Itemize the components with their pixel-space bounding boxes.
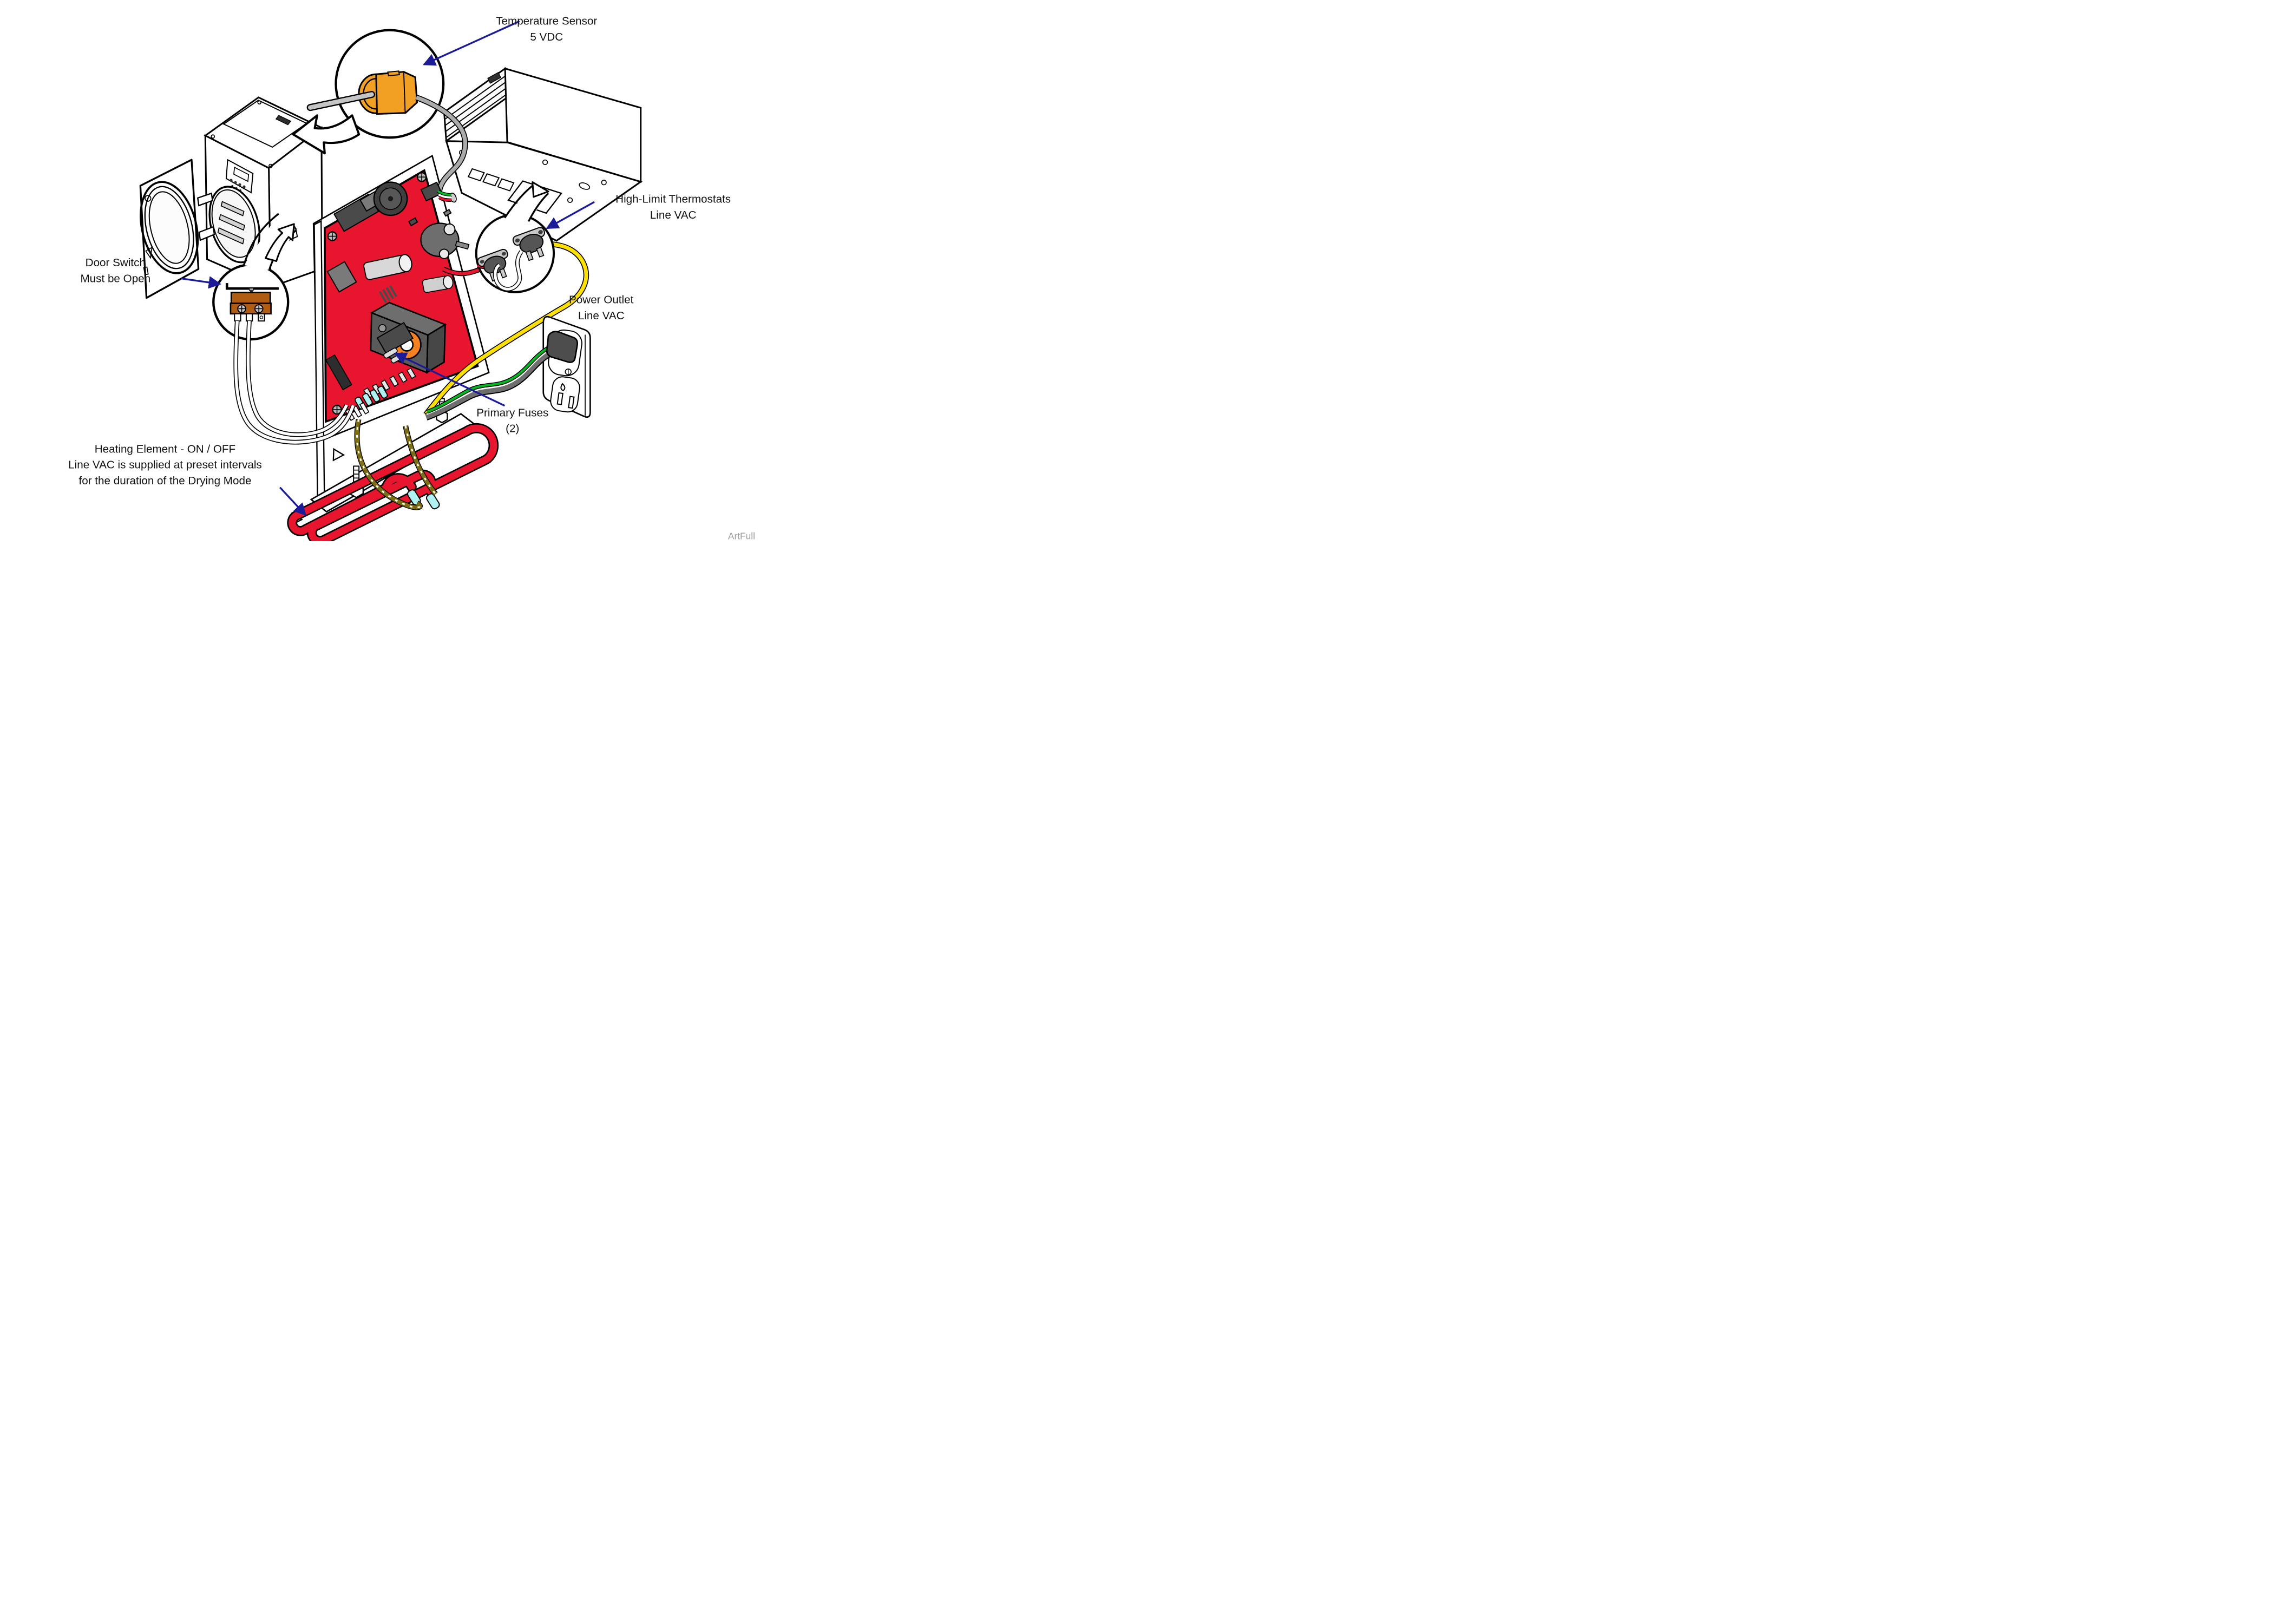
- heating-element-label: Heating Element - ON / OFF: [95, 443, 235, 455]
- heatsink: [378, 285, 398, 304]
- door-hinge: [196, 192, 213, 207]
- high-limit-arrow: [546, 201, 595, 229]
- door-hinge: [198, 226, 215, 241]
- sterilizer-chamber: [208, 186, 261, 264]
- high-limit-thermostats-callout: [475, 181, 555, 293]
- green-wire: [427, 346, 549, 413]
- power-outlet-illustration: [424, 315, 591, 420]
- heater-tube: [289, 424, 497, 541]
- relay: [326, 261, 357, 293]
- door-switch-label-2: Must be Open: [81, 272, 151, 285]
- door-switch-label: Door Switch: [86, 257, 146, 269]
- pcb-screw: [327, 231, 338, 241]
- primary-fuses-arrow: [394, 352, 506, 407]
- control-board-illustration: [312, 154, 490, 497]
- temperature-sensor-label-2: 5 VDC: [530, 31, 563, 43]
- heating-element-label-3: for the duration of the Drying Mode: [78, 475, 251, 487]
- primary-fuses-label: Primary Fuses: [476, 406, 548, 419]
- switch-screw: [254, 304, 264, 313]
- heater-terminal-sleeve: [425, 493, 440, 510]
- door-switch-wires: [233, 320, 356, 445]
- fuse-holder-block: [376, 321, 414, 354]
- temperature-sensor-callout: [292, 29, 445, 155]
- metal-box-illustration: [443, 67, 643, 242]
- heating-element-arrow: [279, 486, 307, 516]
- dip-header: [325, 354, 352, 391]
- tray: [220, 201, 245, 216]
- autoclave-illustration: [139, 96, 323, 299]
- high-limit-thermostat: [477, 248, 508, 282]
- outlet-bottom-receptacle: [550, 376, 580, 413]
- door-switch-callout: [212, 213, 297, 341]
- temperature-sensor-arrow: [423, 20, 520, 66]
- door-switch-arrow: [180, 276, 221, 289]
- thermostat-yellow-wire: [423, 241, 589, 417]
- control-panel: [225, 159, 254, 194]
- pcb-screw: [416, 172, 427, 182]
- heating-element-label-2: Line VAC is supplied at preset intervals: [68, 459, 262, 471]
- sensor-hex-body: [375, 71, 418, 115]
- primary-fuses-label-2: (2): [506, 423, 519, 435]
- outlet-screw: [565, 368, 572, 376]
- pcb-screw: [332, 404, 342, 415]
- callout-pointer-arrow: [265, 223, 295, 262]
- capacitor: [422, 275, 454, 293]
- lid-handle-slot: [275, 115, 292, 126]
- sensor-connector: [420, 181, 443, 202]
- heating-element-illustration: [287, 423, 499, 541]
- sensor-cable: [415, 94, 468, 203]
- power-plug: [546, 331, 578, 363]
- door-window: [148, 191, 190, 264]
- high-limit-thermostat: [512, 227, 546, 261]
- door-micro-switch: [225, 283, 279, 322]
- heater-braided-wire: [354, 418, 438, 510]
- annotations: Temperature Sensor 5 VDC High-Limit Ther…: [68, 15, 755, 541]
- thermostat-jumper-wire: [493, 250, 523, 292]
- temperature-sensor: [306, 70, 418, 115]
- terminal-insulator: [370, 389, 381, 403]
- power-outlet-label: Power Outlet: [569, 293, 634, 306]
- high-limit-label: High-Limit Thermostats: [615, 193, 731, 206]
- temperature-sensor-label: Temperature Sensor: [496, 15, 597, 28]
- callout-pointer-arrow: [292, 114, 361, 155]
- lcd-display: [233, 166, 250, 182]
- switch-screw: [237, 304, 246, 313]
- blower-motor: [420, 222, 470, 259]
- tray: [219, 214, 245, 231]
- high-limit-label-2: Line VAC: [650, 209, 697, 221]
- sensor-probe: [306, 91, 376, 111]
- primary-fuse: [383, 347, 398, 359]
- open-door: [139, 159, 200, 299]
- artfull-watermark: ArtFull: [728, 530, 755, 541]
- switch-lever: [225, 283, 279, 290]
- tray: [217, 227, 245, 245]
- drying-mode-wiring-diagram: Temperature Sensor 5 VDC High-Limit Ther…: [68, 15, 755, 541]
- switch-body: [230, 292, 271, 304]
- wiring-diagram-page: Temperature Sensor 5 VDC High-Limit Ther…: [0, 0, 758, 541]
- power-outlet-label-2: Line VAC: [578, 310, 625, 322]
- plate-pointer: [332, 448, 345, 462]
- terminal-insulator: [362, 393, 373, 406]
- callout-pointer-arrow: [532, 181, 549, 198]
- power-cord: [424, 346, 552, 420]
- buzzer: [373, 181, 408, 216]
- terminal-insulator: [377, 385, 388, 399]
- capacitor: [363, 254, 412, 280]
